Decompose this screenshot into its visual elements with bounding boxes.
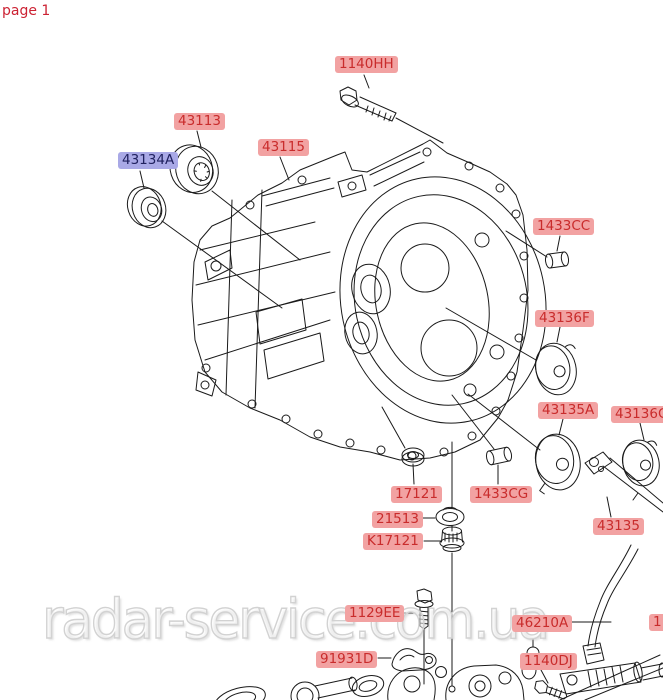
part-label-43115[interactable]: 43115 [258,139,309,156]
plug-k17121-drawing [439,526,465,552]
part-label-21513[interactable]: 21513 [372,511,423,528]
plate-43135a-drawing [534,433,581,495]
part-label-1129EE[interactable]: 1129EE [345,605,405,622]
part-label-1433CC[interactable]: 1433CC [533,218,595,235]
washer-17121-drawing [401,447,425,467]
part-label-clipped-right[interactable]: 1 [649,614,663,631]
washer-21513-drawing [435,506,465,526]
part-label-K17121[interactable]: K17121 [363,533,423,550]
part-label-1433CG[interactable]: 1433CG [470,486,533,503]
transmission-case-drawing [191,139,547,461]
part-label-43135A[interactable]: 43135A [538,402,599,419]
dowel-1433cg-drawing [485,446,513,466]
sensor-46210a-drawing [559,544,663,695]
bolt-1140dj-drawing [534,680,568,700]
part-label-43134A[interactable]: 43134A [118,152,179,169]
part-label-1140DJ[interactable]: 1140DJ [520,653,577,670]
seal-43134a-drawing [126,186,167,229]
part-label-43135[interactable]: 43135 [593,518,644,535]
plate-43136g-drawing [621,439,660,487]
part-label-91931D[interactable]: 91931D [316,651,378,668]
part-label-46210A[interactable]: 46210A [512,615,573,632]
dowel-1433cc-drawing [544,251,570,269]
part-label-43136G[interactable]: 43136G [611,406,663,423]
page-indicator: page 1 [2,3,51,19]
bolt-1140hh-drawing [339,86,397,122]
part-label-43113[interactable]: 43113 [174,113,225,130]
part-label-1140HH[interactable]: 1140HH [335,56,398,73]
bearing-43113-drawing [169,144,219,195]
bracket-91931d-drawing [391,648,437,672]
lever-43135-drawing [584,451,663,513]
plate-43136f-drawing [534,342,577,396]
part-label-17121[interactable]: 17121 [391,486,442,503]
bolt-1129ee-drawing [414,588,434,630]
part-label-43136F[interactable]: 43136F [535,310,594,327]
